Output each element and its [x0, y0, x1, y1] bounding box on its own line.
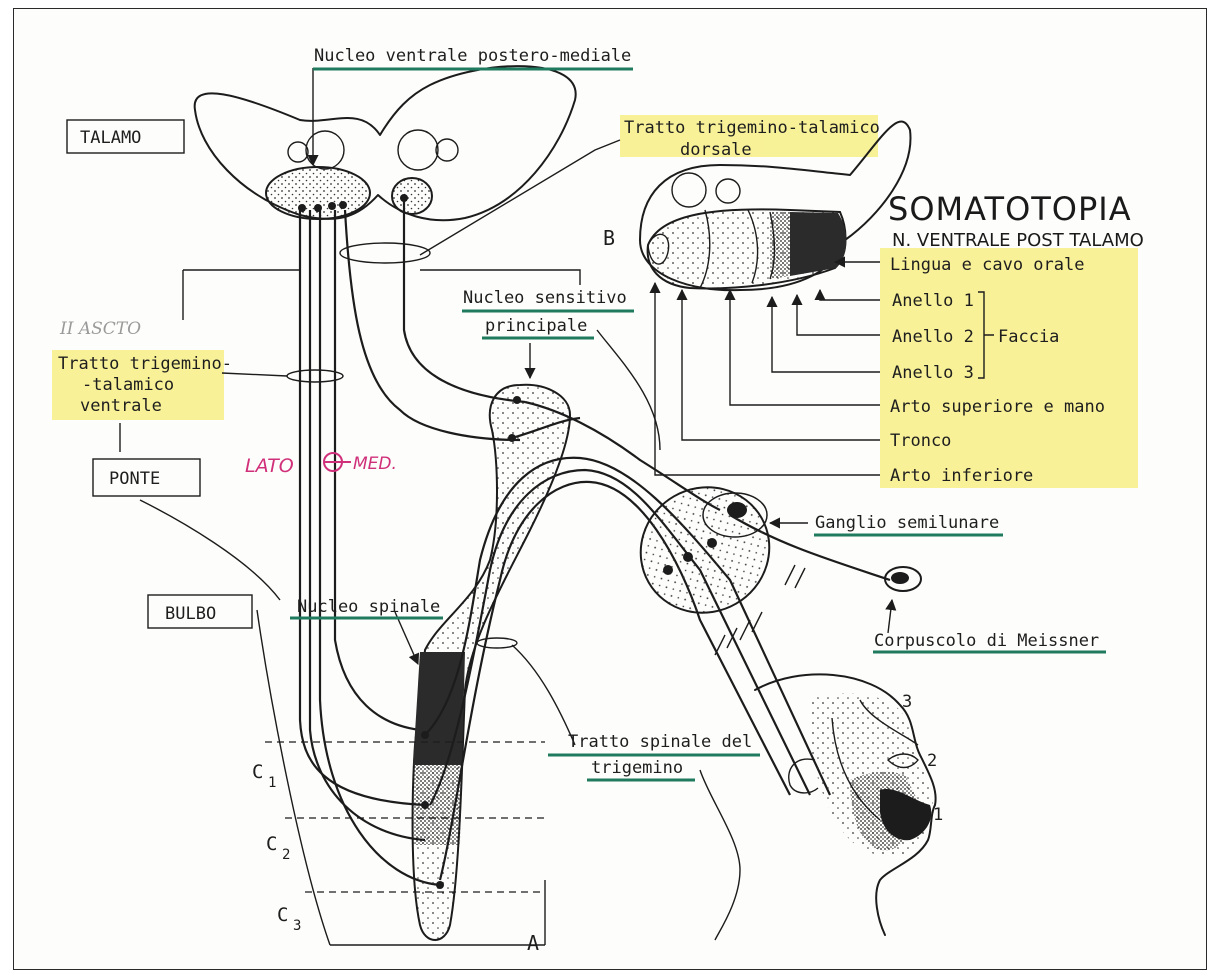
label-tratto-dorsale-2: dorsale [680, 140, 752, 160]
label-talamo: TALAMO [80, 128, 141, 148]
med-annotation: MED. [353, 454, 397, 474]
label-ponte: PONTE [109, 469, 160, 489]
somatotopia-faccia: Faccia [998, 327, 1059, 347]
face-profile [755, 674, 936, 935]
meissner-corpuscle [885, 567, 921, 633]
label-letter-b: B [603, 226, 615, 250]
label-nucleo-sensitivo-2: principale [485, 316, 587, 336]
label-tratto-ventrale-1: Tratto trigemino- [58, 354, 232, 374]
sensory-nucleus [413, 385, 570, 940]
label-c3-sub: 3 [293, 918, 301, 934]
somatotopia-lingua: Lingua e cavo orale [890, 255, 1084, 275]
somatotopia-title: SOMATOTOPIA [888, 190, 1132, 228]
pencil-annotation: II ASCTO [59, 319, 141, 339]
somatotopia-arto-sup: Arto superiore e mano [890, 397, 1105, 417]
label-bulbo: BULBO [165, 604, 216, 624]
label-nucleo-sensitivo-1: Nucleo sensitivo [463, 288, 627, 308]
label-ganglio: Ganglio semilunare [815, 513, 999, 533]
minus-circle-icon [324, 453, 351, 471]
label-face-3: 3 [902, 692, 912, 712]
label-c1-sub: 1 [268, 775, 276, 791]
lato-annotation: LATO [245, 455, 294, 477]
label-tratto-dorsale-1: Tratto trigemino-talamico [624, 118, 880, 138]
label-face-1: 1 [933, 805, 943, 825]
label-face-2: 2 [927, 751, 937, 771]
somatotopia-tronco: Tronco [890, 431, 951, 451]
label-letter-a: A [527, 931, 539, 955]
label-c2-sub: 2 [282, 847, 290, 863]
somatotopia-subtitle: N. VENTRALE POST TALAMO [892, 230, 1144, 251]
label-c3: C [277, 904, 288, 926]
label-tratto-ventrale-2: -talamico [82, 375, 174, 395]
label-tratto-spinale-2: trigemino [591, 758, 683, 778]
label-c1: C [252, 761, 263, 783]
somatotopia-anello3: Anello 3 [892, 363, 974, 383]
label-nucleo-vpm: Nucleo ventrale postero-mediale [314, 46, 631, 66]
label-tratto-ventrale-3: ventrale [80, 396, 162, 416]
thalamus [195, 66, 576, 220]
label-nucleo-spinale: Nucleo spinale [297, 597, 440, 617]
somatotopia-anello2: Anello 2 [892, 327, 974, 347]
spinal-tract-fibers [425, 402, 890, 880]
label-c2: C [266, 833, 277, 855]
somatotopia-anello1: Anello 1 [892, 291, 974, 311]
somatotopia-arto-inf: Arto inferiore [890, 466, 1033, 486]
label-tratto-spinale-1: Tratto spinale del [568, 732, 752, 752]
label-corpuscolo: Corpuscolo di Meissner [874, 631, 1099, 651]
